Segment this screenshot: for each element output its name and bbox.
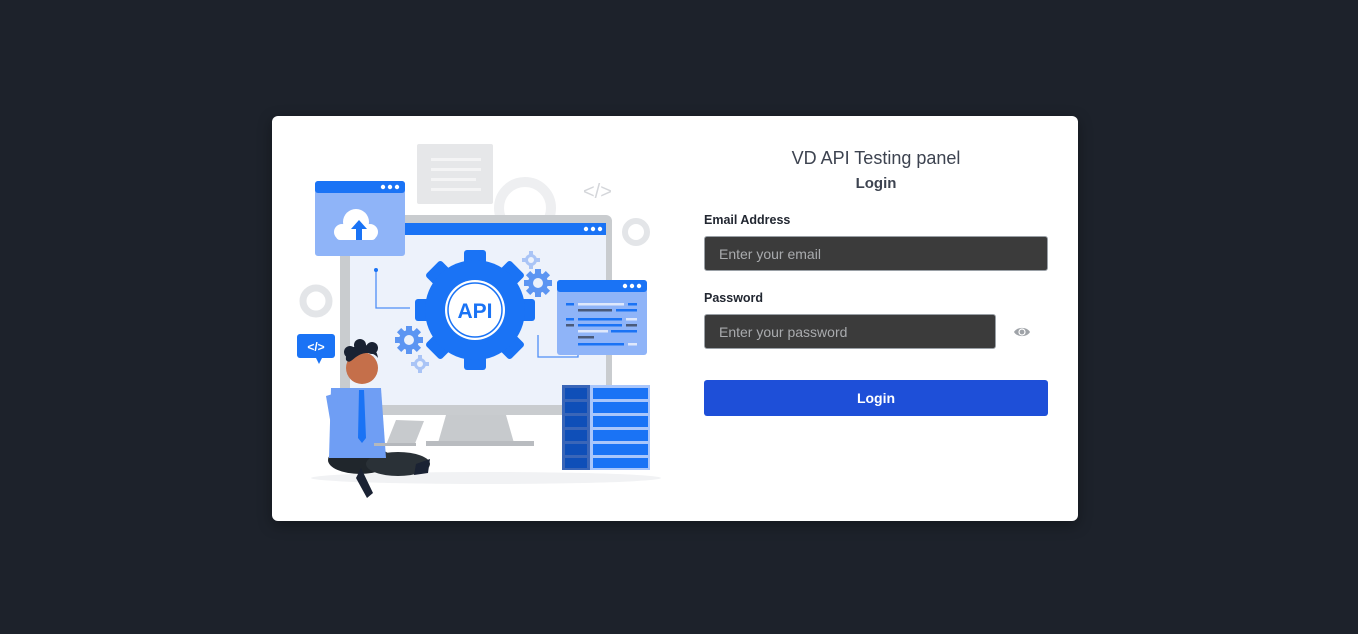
toggle-password-visibility-button[interactable] bbox=[1013, 323, 1031, 341]
form-heading: Login bbox=[855, 175, 897, 192]
eye-icon bbox=[1014, 327, 1030, 337]
password-input[interactable] bbox=[704, 314, 996, 349]
login-card: </> bbox=[272, 116, 1078, 521]
login-form: VD API Testing panel Login Email Address… bbox=[704, 116, 1048, 521]
api-gear-label: API bbox=[457, 300, 492, 323]
email-input[interactable] bbox=[704, 236, 1048, 271]
app-title: VD API Testing panel bbox=[791, 148, 961, 168]
password-label: Password bbox=[704, 291, 764, 305]
email-label: Email Address bbox=[704, 213, 791, 227]
login-button[interactable]: Login bbox=[704, 380, 1048, 416]
api-illustration: </> bbox=[286, 138, 666, 508]
code-bubble-label: </> bbox=[307, 340, 324, 354]
svg-text:</>: </> bbox=[583, 181, 612, 203]
